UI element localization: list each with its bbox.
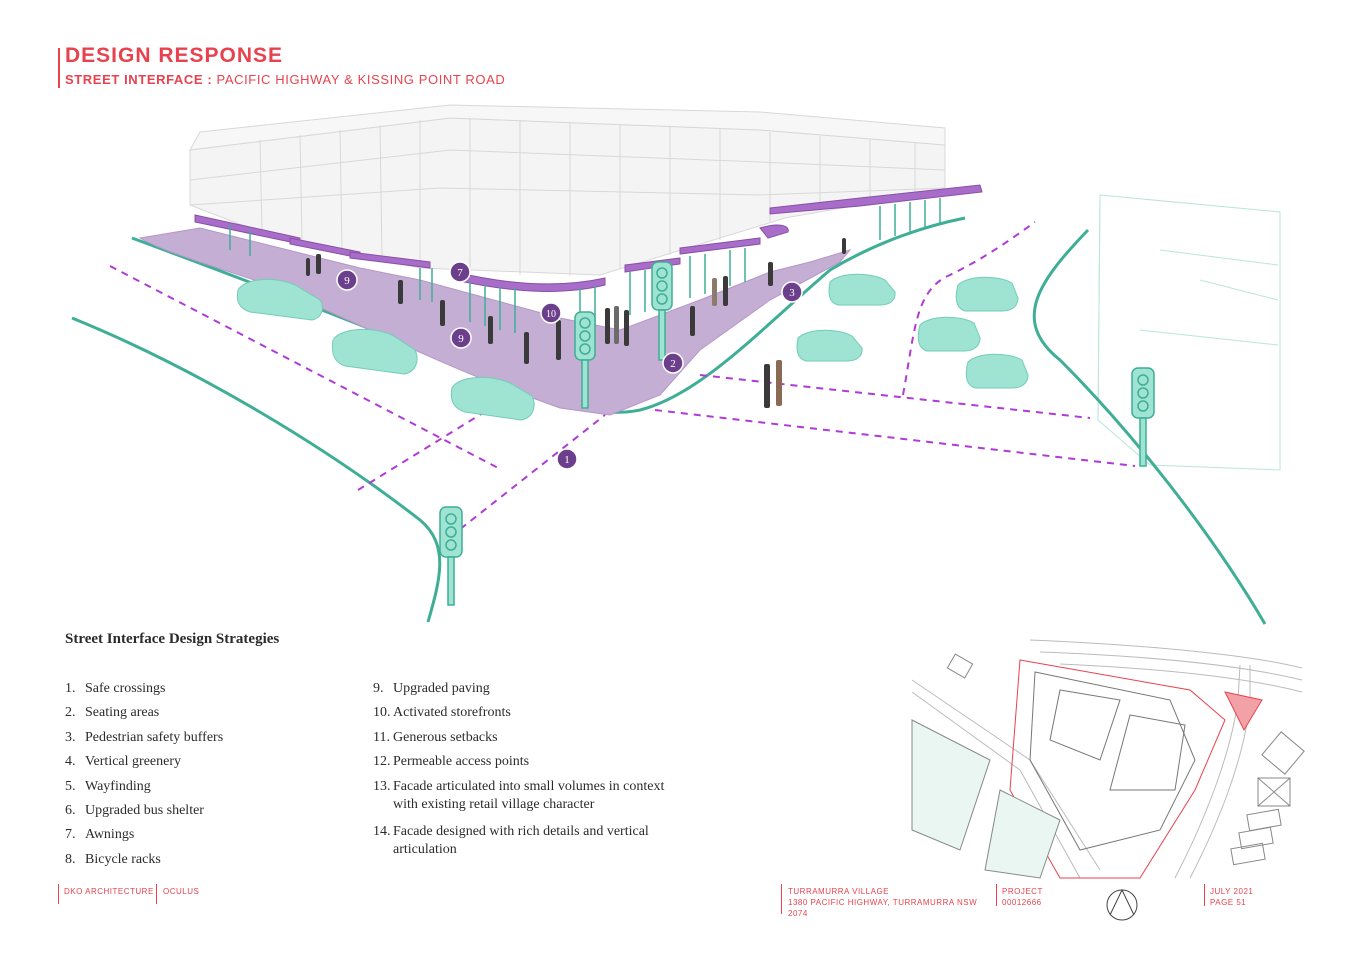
strategies-list-left: 1.Safe crossings 2.Seating areas 3.Pedes… — [65, 680, 223, 875]
callout-9b: 9 — [450, 327, 472, 349]
callout-2: 2 — [662, 352, 684, 374]
svg-text:9: 9 — [344, 275, 350, 287]
strategies-list-right: 9.Upgraded paving 10.Activated storefron… — [373, 680, 683, 868]
footer-project-number: 00012666 — [1002, 898, 1042, 907]
strategies-title: Street Interface Design Strategies — [65, 631, 280, 647]
footer-page: PAGE 51 — [1210, 898, 1247, 907]
svg-text:9: 9 — [458, 333, 464, 345]
building-massing — [189, 104, 946, 276]
subtitle-rest: PACIFIC HIGHWAY & KISSING POINT ROAD — [216, 72, 506, 87]
cars — [236, 273, 1029, 421]
callout-7: 7 — [449, 261, 471, 283]
footer-address: 1380 PACIFIC HIGHWAY, TURRAMURRA NSW 207… — [788, 898, 978, 918]
strategy-item: 1.Safe crossings — [65, 681, 166, 696]
strategy-item: 7.Awnings — [65, 827, 135, 843]
footer-partner: OCULUS — [163, 887, 200, 896]
callout-1: 1 — [556, 448, 578, 470]
awnings — [194, 184, 983, 292]
strategy-item: 10.Activated storefronts — [373, 705, 511, 721]
svg-text:7: 7 — [457, 267, 463, 279]
strategy-item: 11.Generous setbacks — [373, 729, 498, 745]
footer-divider — [58, 884, 59, 904]
footer-project-number-block: PROJECT 00012666 — [1002, 886, 1043, 908]
strategy-item: 13.Facade articulated into small volumes… — [373, 778, 665, 812]
header-accent-bar — [58, 48, 60, 88]
traffic-lights — [439, 261, 1155, 606]
strategy-item: 5.Wayfinding — [65, 778, 151, 794]
strategy-item: 6.Upgraded bus shelter — [65, 802, 204, 818]
strategy-item: 4.Vertical greenery — [65, 754, 181, 770]
callout-10: 10 — [540, 302, 562, 324]
page-subtitle: STREET INTERFACE : PACIFIC HIGHWAY & KIS… — [65, 72, 505, 87]
strategy-item: 2.Seating areas — [65, 705, 160, 721]
page-title: DESIGN RESPONSE — [65, 44, 284, 67]
north-arrow-icon — [1106, 888, 1138, 921]
strategy-item: 3.Pedestrian safety buffers — [65, 729, 224, 745]
subtitle-bold: STREET INTERFACE : — [65, 72, 213, 87]
svg-text:3: 3 — [789, 287, 795, 299]
footer-date-block: JULY 2021 PAGE 51 — [1210, 886, 1253, 908]
strategy-item: 8.Bicycle racks — [65, 851, 161, 867]
storefronts — [229, 198, 941, 333]
site-plan — [911, 634, 1305, 879]
callout-3: 3 — [781, 281, 803, 303]
svg-text:10: 10 — [546, 309, 556, 320]
strategy-item: 12.Permeable access points — [373, 754, 530, 770]
footer-divider — [156, 884, 157, 904]
footer-divider — [1204, 884, 1205, 906]
strategy-item: 14.Facade designed with rich details and… — [373, 823, 649, 857]
footer-date: JULY 2021 — [1210, 887, 1254, 896]
footer-project-name: TURRAMURRA VILLAGE — [788, 887, 890, 896]
footer-project-block: TURRAMURRA VILLAGE 1380 PACIFIC HIGHWAY,… — [788, 886, 983, 919]
callouts: 9 7 10 9 3 2 1 — [336, 261, 803, 470]
footer-divider — [996, 884, 997, 906]
svg-text:2: 2 — [670, 358, 676, 370]
footer-firm: DKO ARCHITECTURE — [64, 887, 154, 896]
strategy-item: 9.Upgraded paving — [373, 681, 490, 696]
pedestrians — [306, 238, 846, 408]
callout-9a: 9 — [336, 269, 358, 291]
footer-divider — [781, 884, 782, 914]
footer-project-label: PROJECT — [1002, 887, 1043, 896]
svg-text:1: 1 — [564, 454, 570, 466]
adjacent-building — [1097, 194, 1281, 471]
